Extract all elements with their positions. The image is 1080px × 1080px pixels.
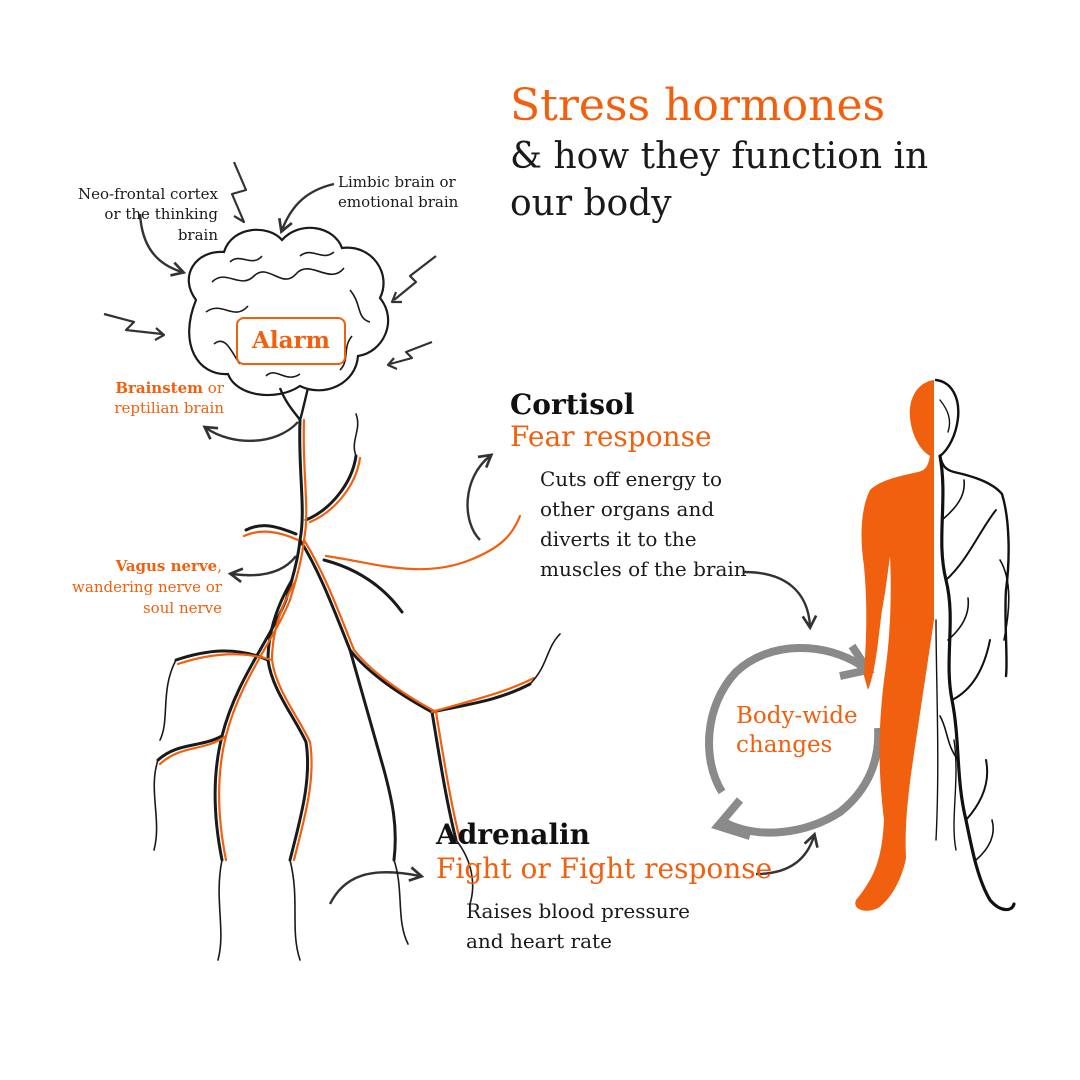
human-figure-vein-half	[934, 378, 1016, 912]
label-brainstem: Brainstem or reptilian brain	[96, 378, 224, 419]
label-arrows	[138, 182, 819, 905]
adrenalin-description: Raises blood pressure and heart rate	[466, 899, 691, 953]
title-line-2: & how they function in our body	[510, 136, 929, 224]
label-brainstem-rest: or reptilian brain	[114, 379, 224, 418]
label-vagus-rest: , wandering nerve or soul nerve	[72, 557, 222, 617]
brain-illustration	[187, 226, 390, 421]
human-figure	[855, 378, 1016, 912]
body-wide-changes-label: Body-wide changes	[736, 703, 858, 758]
label-neo-frontal-cortex: Neo-frontal cortex or the thinking brain	[77, 185, 218, 244]
label-limbic-brain: Limbic brain or emotional brain	[338, 173, 459, 212]
alarm-label: Alarm	[252, 327, 330, 355]
cortisol-description: Cuts off energy to other organs and dive…	[540, 467, 747, 581]
adrenalin-response: Fight or Fight response	[436, 852, 773, 885]
cortisol-response: Fear response	[510, 420, 712, 453]
adrenalin-heading: Adrenalin	[436, 818, 590, 851]
title-line-1: Stress hormones	[510, 80, 886, 131]
cortisol-heading: Cortisol	[510, 388, 635, 421]
label-brainstem-bold: Brainstem	[115, 379, 204, 397]
human-figure-orange-half	[855, 380, 934, 911]
label-vagus-bold: Vagus nerve	[115, 557, 218, 575]
alarm-badge: Alarm	[236, 317, 346, 365]
stress-bolt-icons	[103, 161, 437, 371]
label-vagus-nerve: Vagus nerve, wandering nerve or soul ner…	[66, 556, 222, 619]
vagus-nerve-tree	[153, 413, 561, 961]
